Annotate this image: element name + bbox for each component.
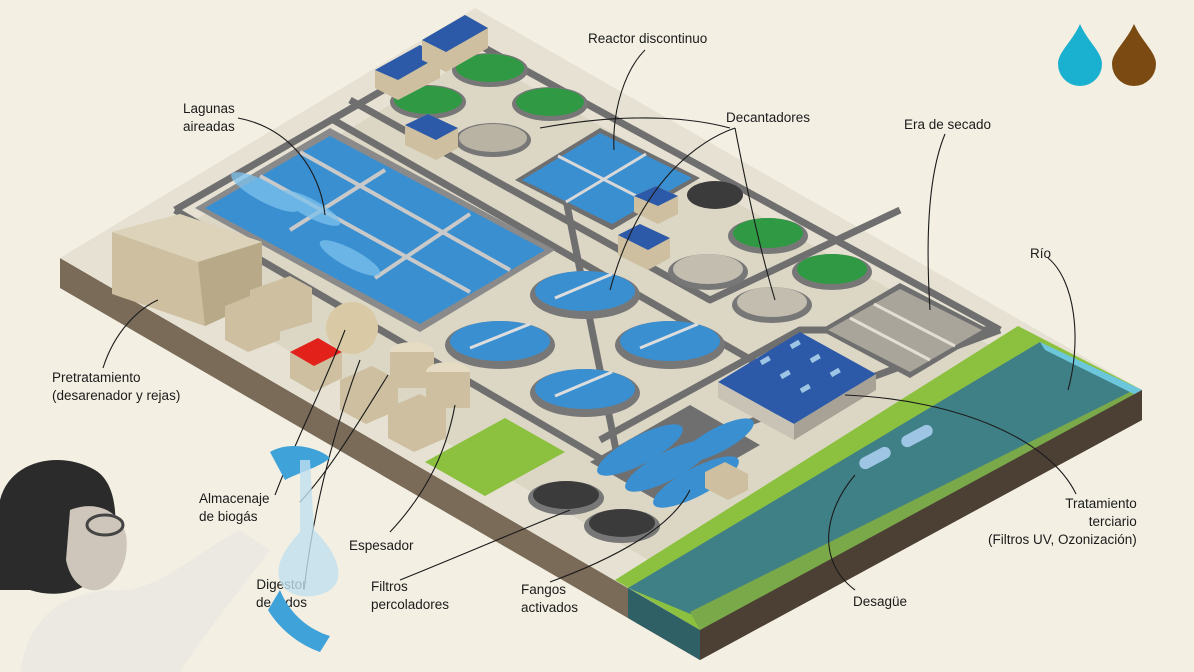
label-rio: Río	[1030, 246, 1052, 261]
clean-water-drop-icon	[1058, 24, 1102, 86]
label-era-de-secado: Era de secado	[904, 117, 992, 132]
label-reactor-discontinuo: Reactor discontinuo	[588, 31, 708, 46]
label-fangos-activados: Fangos activados	[521, 582, 579, 615]
label-tratamiento-terciario: Tratamiento terciario (Filtros UV, Ozoni…	[988, 496, 1137, 547]
label-decantadores: Decantadores	[726, 110, 811, 125]
label-pretratamiento: Pretratamiento (desarenador y rejas)	[52, 370, 181, 403]
wastewater-drop-icon	[1112, 24, 1156, 86]
clarifiers-blue	[445, 271, 725, 417]
trickling-filters	[528, 481, 660, 543]
label-filtros-percoladores: Filtros percoladores	[371, 579, 450, 612]
label-lagunas-aireadas: Lagunas aireadas	[183, 101, 235, 134]
tertiary-treatment-building	[718, 332, 876, 440]
label-almacenaje-biogas: Almacenaje de biogás	[199, 491, 270, 524]
plant-buildings	[112, 15, 748, 500]
outlet-pipes	[859, 424, 933, 470]
label-desague: Desagüe	[853, 594, 908, 609]
drying-beds	[820, 283, 990, 378]
river	[615, 326, 1142, 660]
grass-patch	[425, 418, 565, 496]
label-espesador: Espesador	[349, 538, 414, 553]
clarifiers-secondary	[668, 218, 872, 323]
scientist-photo	[0, 445, 339, 672]
aerated-lagoons	[195, 128, 555, 332]
